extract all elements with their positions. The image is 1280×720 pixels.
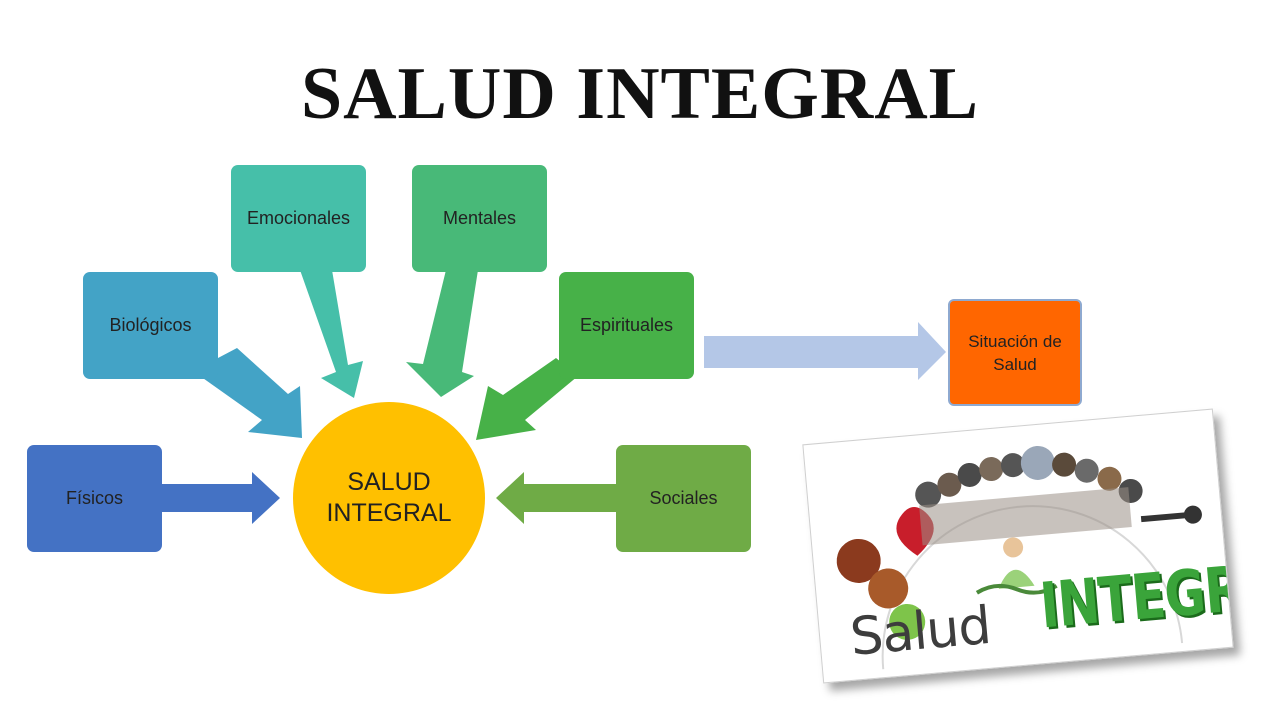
- arrow-biologicos: [200, 348, 302, 438]
- arrow-espirituales: [476, 358, 578, 440]
- salud-integral-image: Salud INTEGRAl: [802, 408, 1234, 684]
- factor-box-emocionales: Emocionales: [231, 165, 366, 272]
- arrow-mentales: [406, 270, 478, 397]
- outcome-box: Situación de Salud: [948, 299, 1082, 406]
- center-circle: SALUD INTEGRAL: [293, 402, 485, 594]
- arrow-outcome: [704, 322, 946, 380]
- outcome-label: Situación de Salud: [968, 331, 1062, 374]
- page-title: SALUD INTEGRAL: [300, 53, 980, 135]
- factor-box-espirituales: Espirituales: [559, 272, 694, 379]
- arrow-emocionales: [300, 270, 363, 398]
- factor-label: Físicos: [65, 488, 123, 508]
- factor-label: Sociales: [649, 488, 718, 508]
- factor-box-sociales: Sociales: [616, 445, 751, 552]
- factor-label: Biológicos: [109, 315, 192, 335]
- factor-box-biologicos: Biológicos: [83, 272, 218, 379]
- factor-box-mentales: Mentales: [412, 165, 547, 272]
- factor-label: Mentales: [442, 208, 517, 228]
- image-word-salud: Salud: [847, 595, 993, 668]
- factor-label: Espirituales: [579, 315, 674, 335]
- factor-label: Emocionales: [246, 208, 351, 228]
- arrow-fisicos: [162, 472, 280, 524]
- collage-art: [836, 445, 1202, 670]
- arrow-sociales: [496, 472, 616, 524]
- center-label: SALUD INTEGRAL: [326, 468, 452, 527]
- factor-box-fisicos: Físicos: [27, 445, 162, 552]
